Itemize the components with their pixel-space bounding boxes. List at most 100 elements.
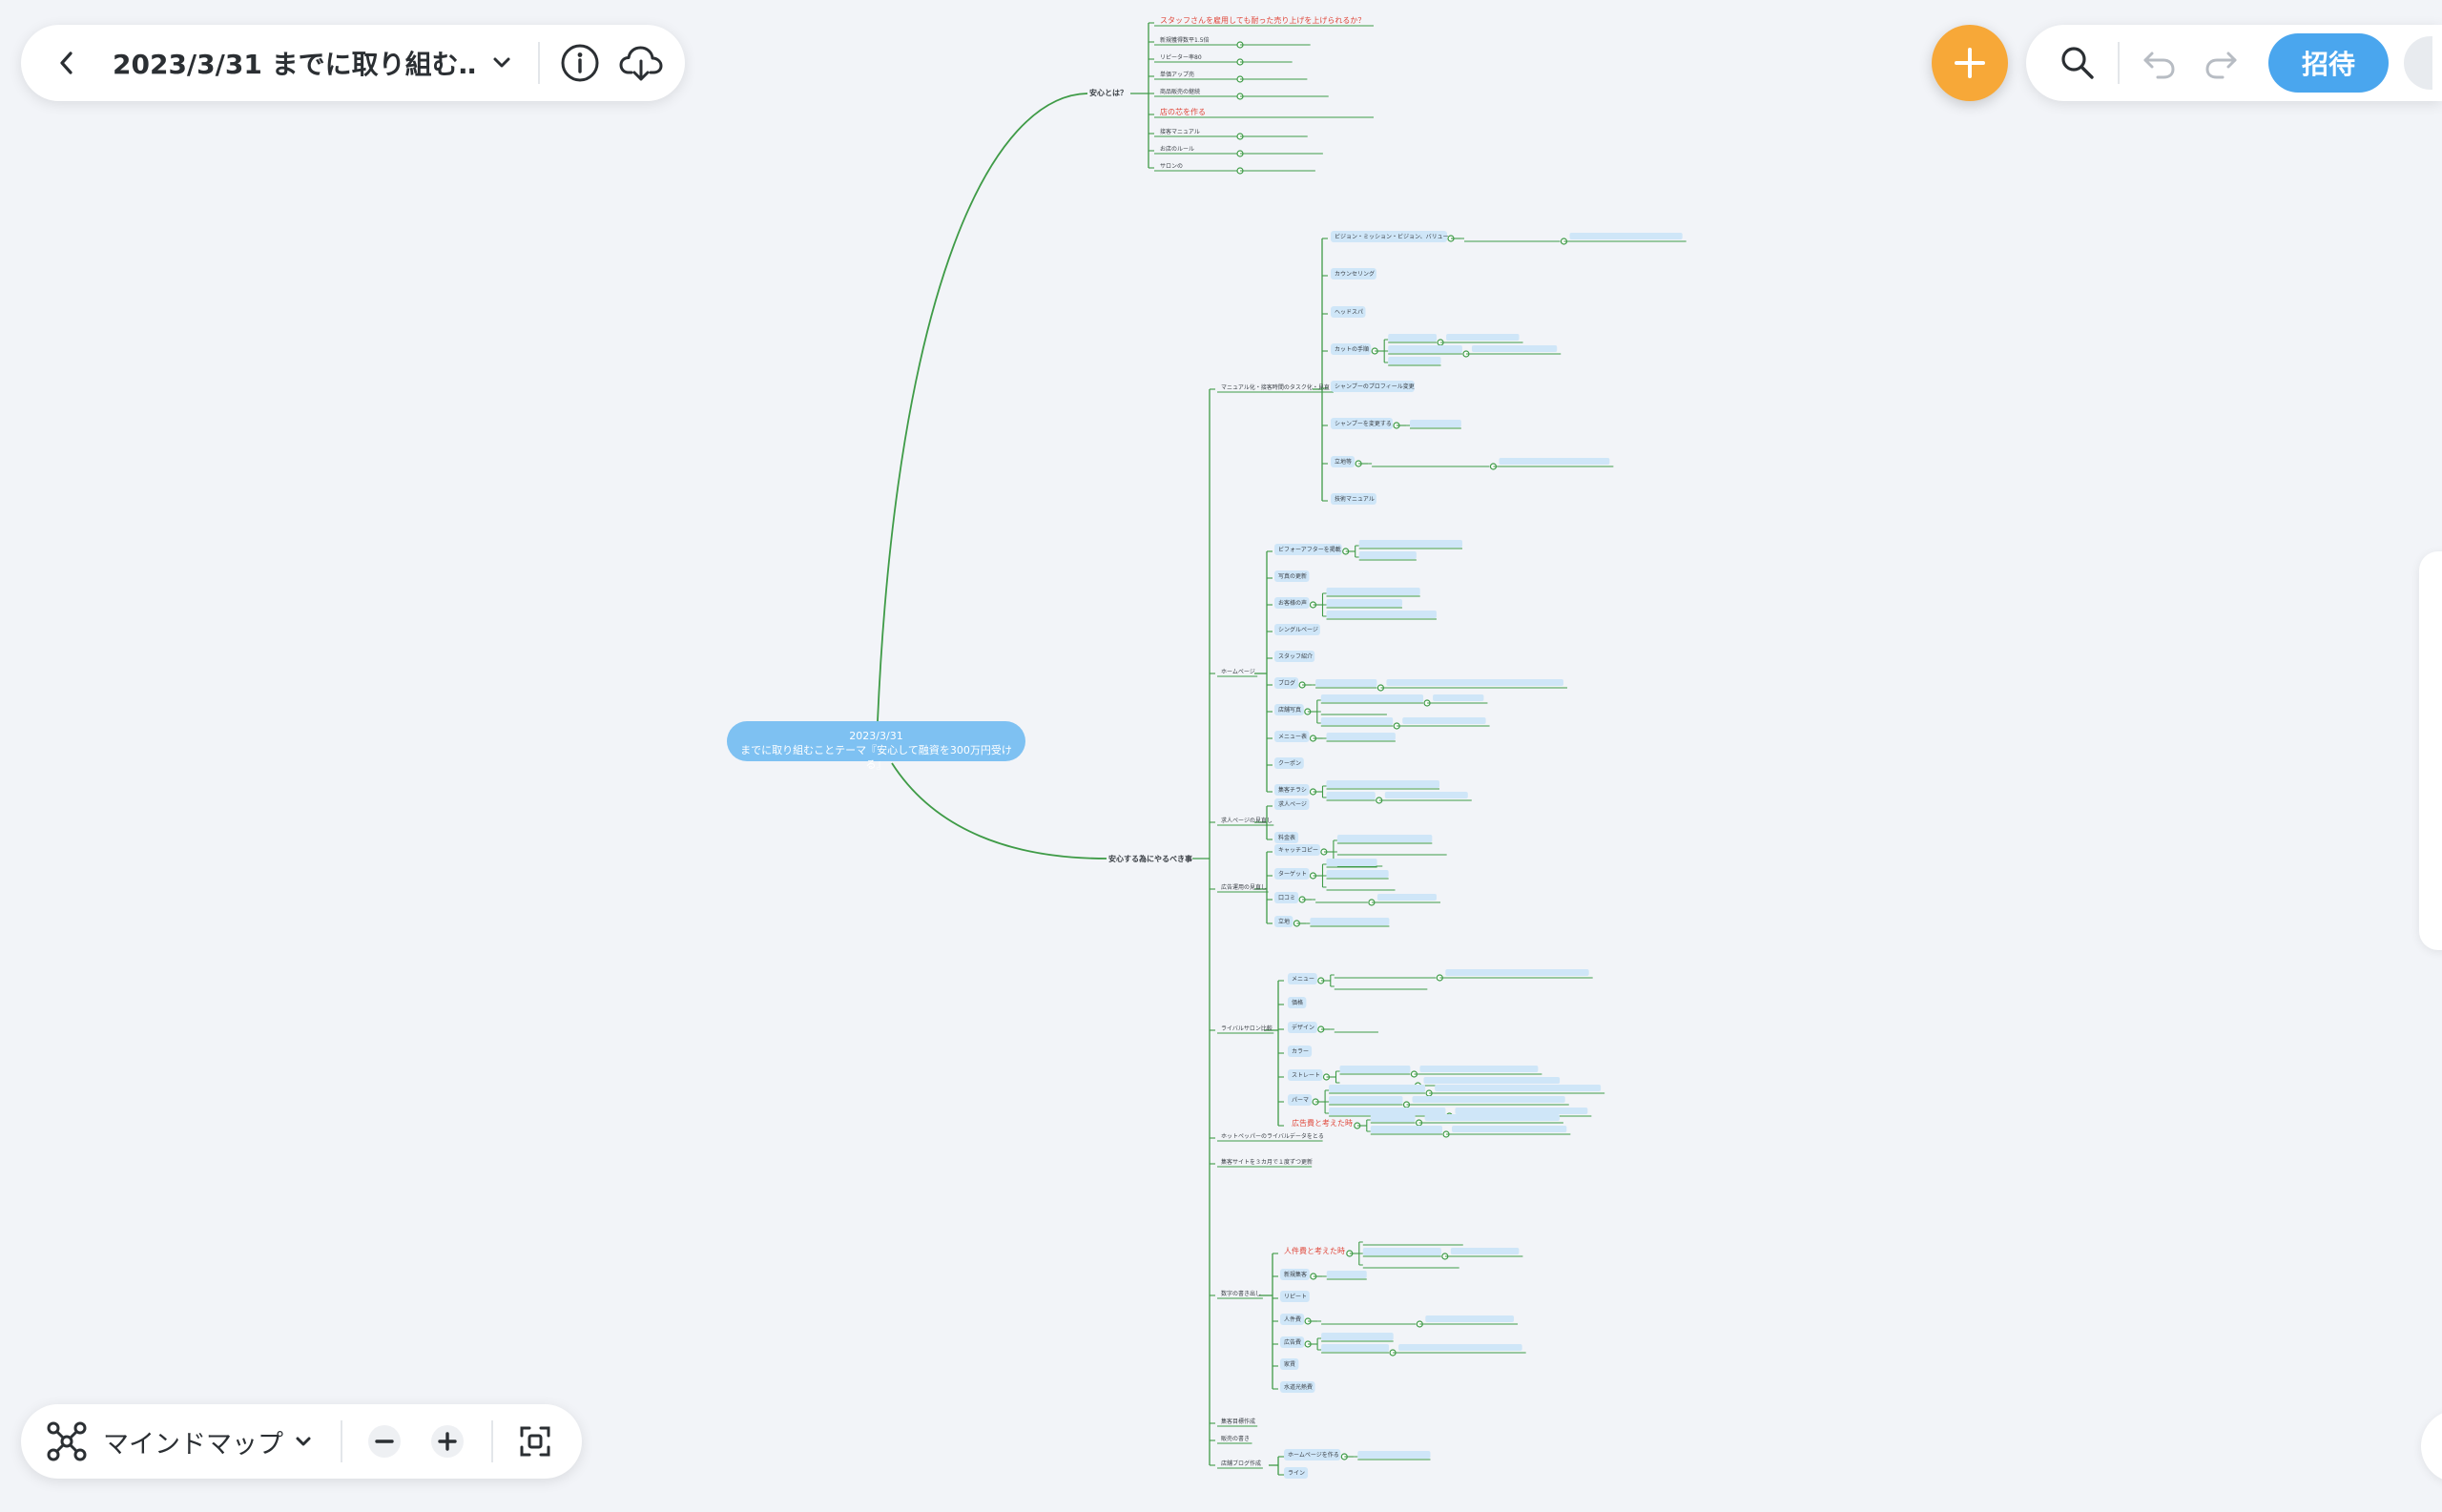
mindmap-subnode[interactable] [1329,1108,1446,1115]
mindmap-node[interactable]: お客様の声 [1274,597,1310,609]
branch-child-node[interactable]: サロンの [1160,163,1183,170]
branch-child-node[interactable]: スタッフさんを雇用しても耐った売り上げを上げられるか？ [1160,15,1365,25]
mindmap-subnode[interactable] [1450,1248,1520,1254]
mindmap-node[interactable]: 家賃 [1280,1358,1299,1370]
mindmap-node[interactable]: シャンプーを変更する [1331,418,1393,429]
mindmap-subnode[interactable] [1310,918,1390,925]
mindmap-subnode[interactable] [1499,458,1610,465]
branch-child-node[interactable]: 接客マニュアル [1160,128,1200,135]
mindmap-subnode[interactable] [1326,588,1420,595]
branch-child-node[interactable]: リピーター率80 [1160,53,1202,61]
mindmap-node[interactable]: 写真の更新 [1274,570,1310,582]
mindmap-node[interactable]: シャンプーのプロフィール変更 [1331,381,1415,392]
undo-button[interactable] [2133,36,2186,90]
mindmap-subnode[interactable] [1388,334,1438,342]
mindmap-subnode[interactable] [1372,458,1489,466]
mindmap-subnode[interactable] [1445,969,1589,976]
mindmap-node[interactable]: ビジョン・ミッション・ビジョン、バリュー [1331,231,1449,242]
avatar[interactable] [2404,36,2432,90]
mindmap-node[interactable]: ホームページを作る [1284,1449,1341,1460]
mindmap-node[interactable]: 集客チラシ [1274,784,1310,796]
mindmap-subnode[interactable] [1326,792,1376,799]
mindmap-subnode[interactable] [1410,420,1461,427]
mindmap-subnode[interactable] [1424,1114,1560,1121]
branch-child-node[interactable]: 販売の書き [1221,1435,1250,1442]
mindmap-node[interactable]: ターゲット [1274,868,1310,880]
mindmap-subnode[interactable] [1419,1066,1539,1072]
mindmap-node[interactable]: メニュー表 [1274,731,1310,742]
root-node[interactable]: 2023/3/31 までに取り組むことテーマ『安心して融資を300万円受ける』 [727,721,1025,771]
mindmap-subnode[interactable] [1388,345,1462,353]
branch-child-node[interactable]: マニュアル化・接客時間のタスク化・見直し [1221,383,1335,391]
mindmap-subnode[interactable] [1370,1114,1416,1122]
mindmap-subnode[interactable] [1362,1248,1441,1255]
mindmap-node[interactable]: カウンセリング [1331,268,1376,280]
mindmap-node[interactable]: スタッフ紹介 [1274,651,1315,662]
mindmap-subnode[interactable] [1402,717,1486,724]
mindmap-subnode[interactable] [1384,792,1468,798]
mindmap-subnode[interactable] [1329,1085,1426,1092]
mindmap-subnode[interactable] [1386,679,1564,686]
mindmap-node[interactable]: 店舗写真 [1274,704,1304,715]
mindmap-subnode[interactable] [1315,894,1368,901]
mindmap-mode-icon-wrap[interactable] [44,1419,90,1464]
mindmap-node[interactable]: 求人ページ [1274,798,1310,810]
mindmap-subnode[interactable] [1425,1315,1515,1322]
mindmap-subnode[interactable] [1335,981,1428,988]
mindmap-subnode[interactable] [1321,1315,1416,1323]
mindmap-node[interactable]: 広告費と考えた時 [1292,1118,1353,1128]
mindmap-subnode[interactable] [1569,233,1683,239]
mindmap-subnode[interactable] [1423,1077,1561,1084]
mindmap-node[interactable]: カラー [1288,1046,1313,1057]
branch-child-node[interactable]: 店の芯を作る [1160,107,1206,116]
mindmap-subnode[interactable] [1339,1066,1411,1073]
side-panel-edge[interactable] [2419,551,2442,950]
mindmap-subnode[interactable] [1357,1451,1431,1459]
branch-child-node[interactable]: ホームページ [1221,669,1255,675]
mindmap-node[interactable]: パーマ [1288,1094,1313,1106]
zoom-in-button[interactable] [424,1419,470,1464]
mindmap-subnode[interactable] [1435,1085,1602,1091]
mindmap-subnode[interactable] [1358,540,1463,548]
mindmap-subnode[interactable] [1452,1126,1567,1132]
mindmap-node[interactable]: ブログ [1274,677,1299,689]
info-button[interactable] [553,36,607,90]
mindmap-node[interactable]: 広告費 [1280,1336,1305,1348]
mindmap-node[interactable]: 口コミ [1274,892,1299,903]
branch-child-node[interactable]: 商品販売の継続 [1160,88,1200,95]
search-button[interactable] [2051,36,2104,90]
mindmap-node[interactable]: 水道光熱費 [1280,1381,1315,1393]
mindmap-subnode[interactable] [1358,551,1417,559]
mindmap-subnode[interactable] [1321,1344,1390,1352]
mindmap-node[interactable]: 立地等 [1331,456,1356,467]
branch-child-node[interactable]: 集客サイトを３カ月で１度ずつ更新 [1221,1158,1313,1166]
invite-button[interactable]: 招待 [2268,33,2389,93]
mindmap-subnode[interactable] [1327,881,1396,889]
branch-child-node[interactable]: お店のルール [1160,145,1194,153]
mindmap-subnode[interactable] [1320,717,1394,725]
mindmap-subnode[interactable] [1337,846,1447,854]
mindmap-node[interactable]: クーポン [1274,757,1304,769]
back-button[interactable] [44,40,90,86]
mindmap-node[interactable]: メニュー [1288,973,1317,984]
mindmap-node[interactable]: シングルページ [1274,624,1320,635]
mindmap-subnode[interactable] [1464,233,1560,240]
mindmap-subnode[interactable] [1340,1077,1415,1085]
mindmap-subnode[interactable] [1363,1259,1459,1267]
mindmap-subnode[interactable] [1326,599,1402,607]
zoom-out-button[interactable] [362,1419,407,1464]
mindmap-subnode[interactable] [1326,859,1377,866]
mindmap-subnode[interactable] [1329,1096,1403,1104]
mindmap-subnode[interactable] [1315,679,1377,687]
mindmap-subnode[interactable] [1326,1271,1367,1278]
mindmap-node[interactable]: カットの手順 [1331,343,1372,355]
fit-screen-button[interactable] [512,1419,558,1464]
mindmap-node[interactable]: 人件費と考えた時 [1284,1246,1345,1255]
mindmap-subnode[interactable] [1326,780,1440,788]
branch-child-node[interactable]: 集客目標作成 [1221,1418,1255,1425]
mindmap-subnode[interactable] [1326,733,1396,740]
branch-child-node[interactable]: ライバルサロン比較 [1221,1025,1273,1032]
mindmap-node[interactable]: キャッチコピー [1274,844,1320,856]
mindmap-node[interactable]: ライン [1284,1467,1309,1479]
mindmap-subnode[interactable] [1335,1024,1378,1031]
